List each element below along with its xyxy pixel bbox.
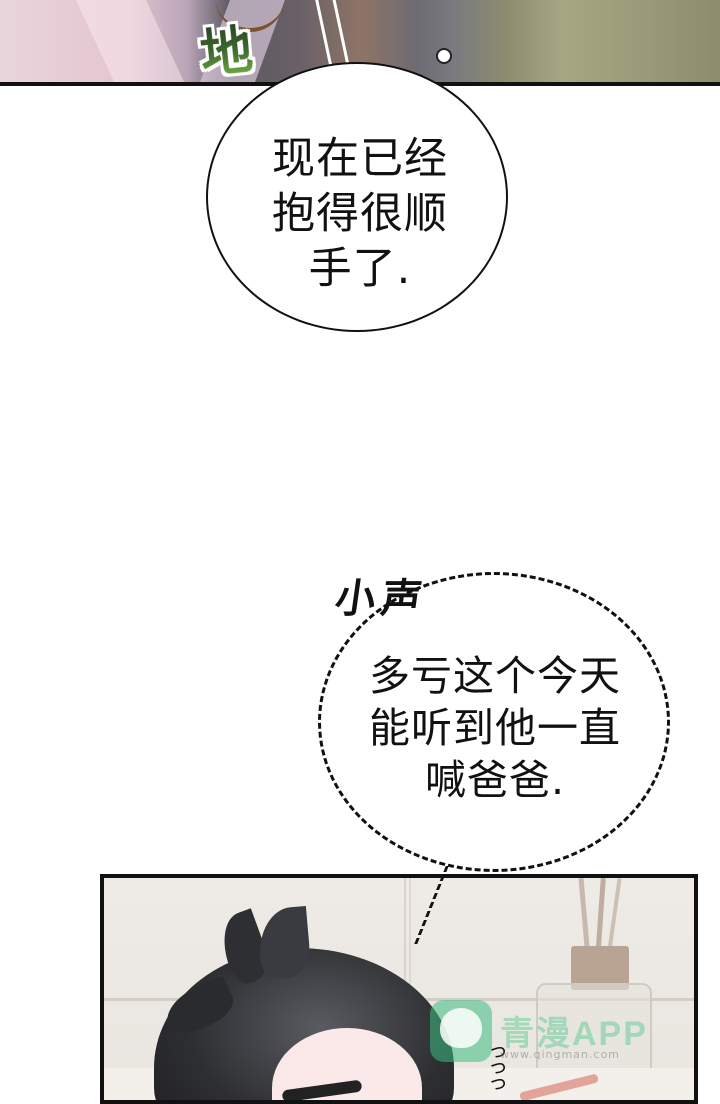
wall-line: [404, 878, 406, 1008]
thought-dot: [436, 48, 452, 64]
speech-bubble: [206, 62, 508, 332]
speech-line-3: 手了.: [308, 244, 412, 294]
whisper-bubble-text: 多亏这个今天 能听到他一直 喊爸爸.: [350, 650, 640, 806]
whisper-line-1: 多亏这个今天: [369, 652, 621, 700]
whisper-bubble: [318, 572, 670, 872]
speech-line-1: 现在已经: [272, 134, 448, 184]
whisper-label: 小声: [332, 575, 431, 622]
necklace-strap: [215, 0, 285, 32]
sound-effect-di: 地: [196, 7, 256, 87]
whisper-line-2: 能听到他一直: [369, 704, 621, 752]
wall-line: [409, 878, 411, 1008]
diffuser-cap: [571, 946, 629, 990]
background-shade: [75, 0, 185, 82]
bottom-comic-panel: [100, 874, 698, 1104]
speech-line-2: 抱得很顺: [272, 189, 448, 239]
whisper-line-3: 喊爸爸.: [424, 756, 566, 804]
sound-effect-swish: っっっ: [488, 1038, 508, 1094]
speech-bubble-text: 现在已经 抱得很顺 手了.: [240, 132, 480, 297]
